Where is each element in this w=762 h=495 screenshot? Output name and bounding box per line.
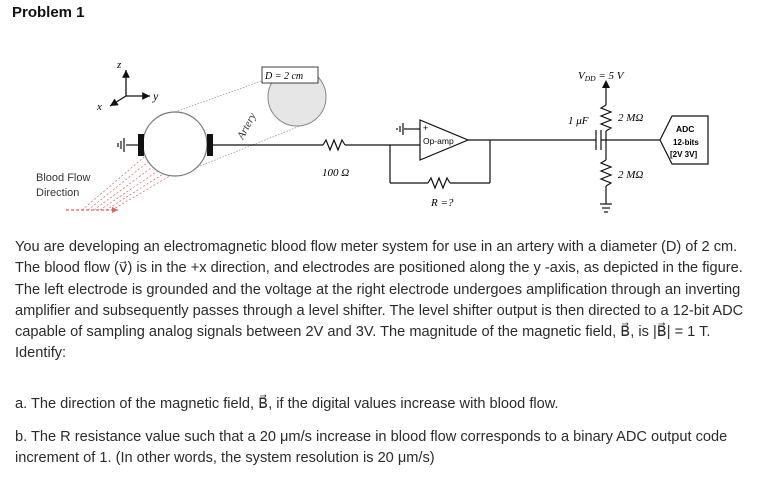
question-b: b. The R resistance value such that a 20… — [15, 429, 728, 467]
diameter-label: D = 2 cm — [264, 71, 303, 82]
coordinate-axes — [109, 70, 150, 107]
left-ground-symbol — [117, 138, 138, 152]
problem-statement: You are developing an electromagnetic bl… — [15, 239, 744, 362]
artery-cross-section — [142, 111, 208, 177]
r-top-label: 2 MΩ — [618, 112, 643, 124]
opamp-plus: + — [423, 123, 428, 133]
right-electrode — [207, 134, 213, 156]
feedback-path — [389, 140, 491, 190]
input-wiring — [213, 138, 426, 152]
diameter-box — [261, 66, 319, 84]
blood-flow-label-2: Direction — [36, 187, 79, 199]
vdd-label: VDD = 5 V — [578, 70, 625, 83]
axis-y-label: y — [152, 89, 159, 103]
adc-title: ADC — [676, 124, 694, 134]
blood-flow-label-1: Blood Flow — [36, 172, 90, 184]
flow-arrow-head — [112, 207, 118, 213]
opamp-symbol — [419, 119, 470, 161]
adc-bits: 12-bits — [673, 138, 699, 147]
artery-label: Artery — [235, 111, 259, 142]
output-wiring — [468, 130, 660, 150]
vdd-arrow — [602, 80, 610, 88]
r-bottom-label: 2 MΩ — [618, 169, 643, 181]
adc-block — [659, 115, 709, 165]
cap-label: 1 μF — [568, 115, 589, 127]
circuit-figure: z y x D = 2 cm Artery 100 Ω — [36, 59, 709, 213]
blood-flow-lines — [81, 151, 191, 211]
axis-z-label: z — [116, 59, 122, 71]
opamp-ground — [396, 123, 420, 135]
opamp-label: Op-amp — [423, 136, 454, 146]
adc-range: [2V 3V] — [670, 150, 697, 159]
left-electrode — [138, 134, 144, 156]
problem-title: Problem 1 — [12, 4, 85, 21]
resistor-100-label: 100 Ω — [322, 167, 349, 179]
divider-wiring — [599, 88, 613, 213]
question-a: a. The direction of the magnetic field, … — [15, 396, 559, 412]
axis-x-label: x — [96, 101, 102, 113]
feedback-r-label: R =? — [430, 197, 454, 209]
